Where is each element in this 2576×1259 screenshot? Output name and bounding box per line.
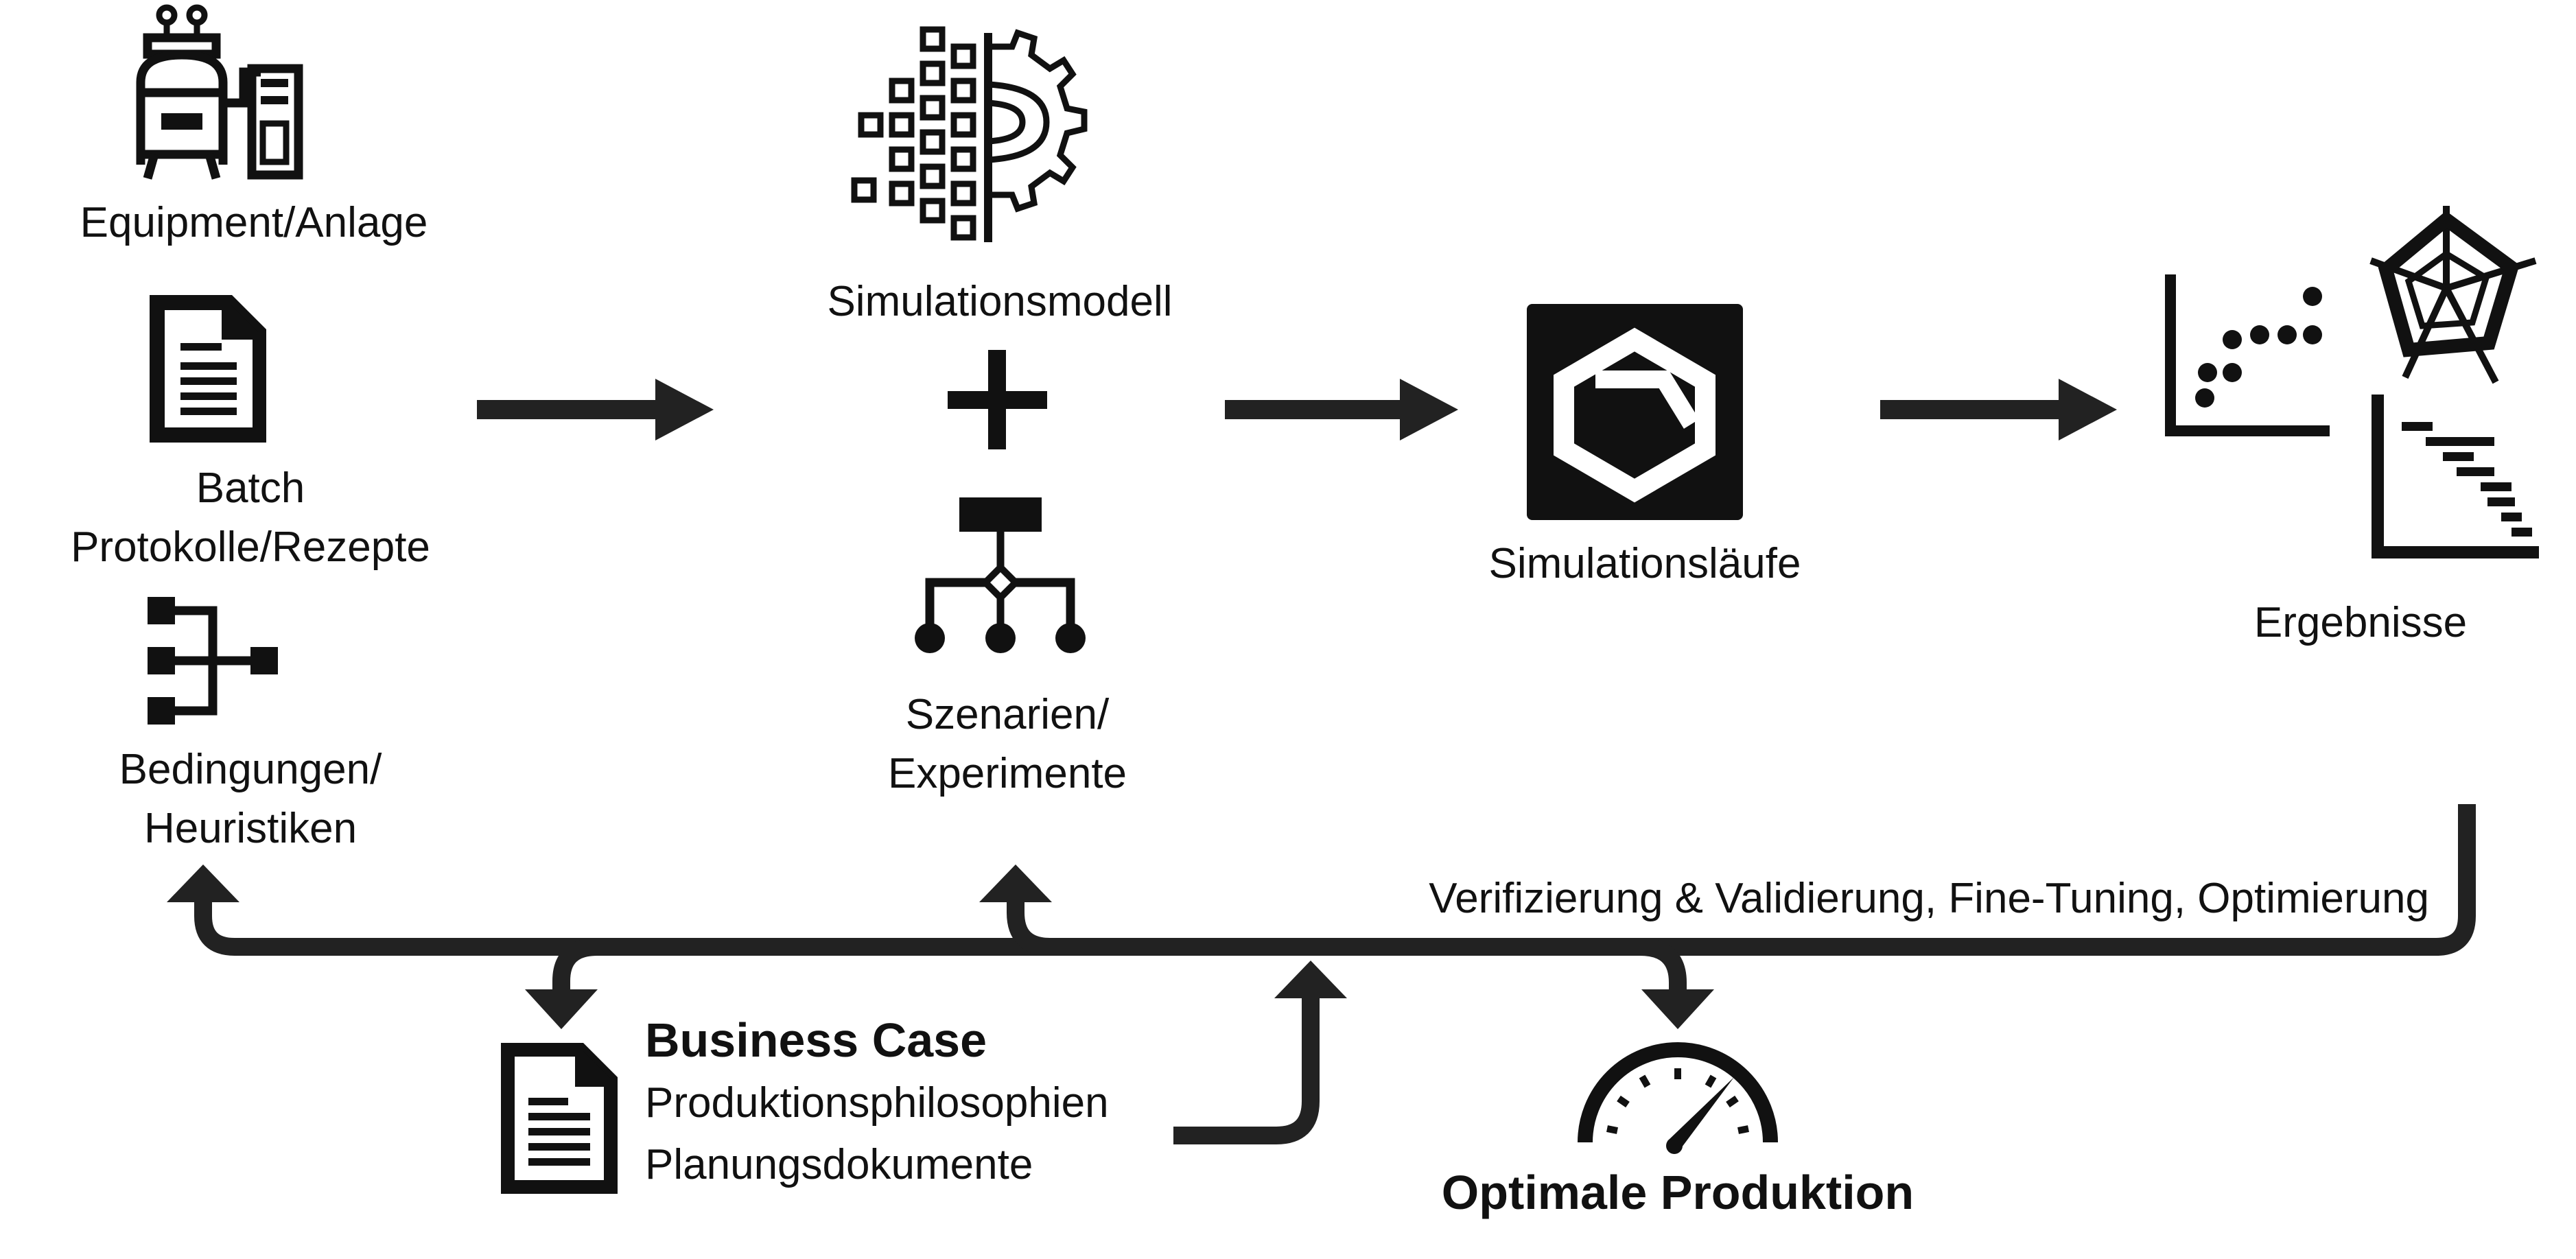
conditions-label-line1: Bedingungen/	[119, 746, 382, 793]
radar-chart-icon	[2369, 206, 2537, 384]
business-case-line2: Planungsdokumente	[645, 1141, 1033, 1188]
arrow-to-scenarios	[979, 864, 1052, 902]
arrow-inputs-to-model	[477, 379, 714, 440]
batch-label-line1: Batch	[196, 464, 305, 512]
optimal-production-label: Optimale Produktion	[1442, 1166, 1914, 1219]
scatter-chart-icon	[2165, 274, 2330, 436]
business-case-title: Business Case	[645, 1013, 987, 1067]
gantt-chart-icon	[2372, 395, 2539, 558]
arrow-to-business-case	[525, 989, 598, 1029]
arrow-to-conditions	[167, 864, 239, 902]
feedback-branch-business-case	[552, 938, 598, 991]
feedback-branch-optimal	[1639, 938, 1687, 991]
batch-label-line2: Protokolle/Rezepte	[71, 523, 430, 571]
scenarios-label-line1: Szenarien/	[906, 691, 1110, 738]
business-case-line1: Produktionsphilosophien	[645, 1079, 1109, 1127]
conditions-label-line2: Heuristiken	[144, 805, 357, 852]
feedback-label: Verifizierung & Validierung, Fine-Tuning…	[1429, 875, 2429, 922]
scenarios-label-line2: Experimente	[888, 750, 1127, 797]
business-case-input-path	[1173, 998, 1320, 1144]
results-label: Ergebnisse	[2254, 599, 2467, 646]
arrow-to-optimal-production	[1641, 989, 1714, 1029]
ai-gear-icon	[851, 26, 1088, 242]
simulation-runs-label: Simulationsläufe	[1489, 540, 1801, 587]
feedback-return-path	[194, 804, 2476, 956]
scenario-tree-icon	[915, 497, 1086, 653]
simulation-model-label: Simulationsmodell	[827, 278, 1172, 325]
arrow-business-case-into-loop	[1274, 961, 1347, 998]
equipment-icon	[136, 4, 303, 180]
simulation-runs-icon	[1527, 304, 1743, 520]
plus-icon	[948, 350, 1047, 449]
arrow-model-to-runs	[1225, 379, 1458, 440]
feedback-branch-scenarios	[1007, 900, 1051, 956]
speedometer-icon	[1578, 1042, 1778, 1154]
business-document-icon	[501, 1043, 618, 1194]
conditions-icon	[148, 597, 278, 725]
arrow-runs-to-results	[1880, 379, 2117, 440]
document-icon	[150, 295, 266, 443]
equipment-label: Equipment/Anlage	[80, 199, 428, 246]
